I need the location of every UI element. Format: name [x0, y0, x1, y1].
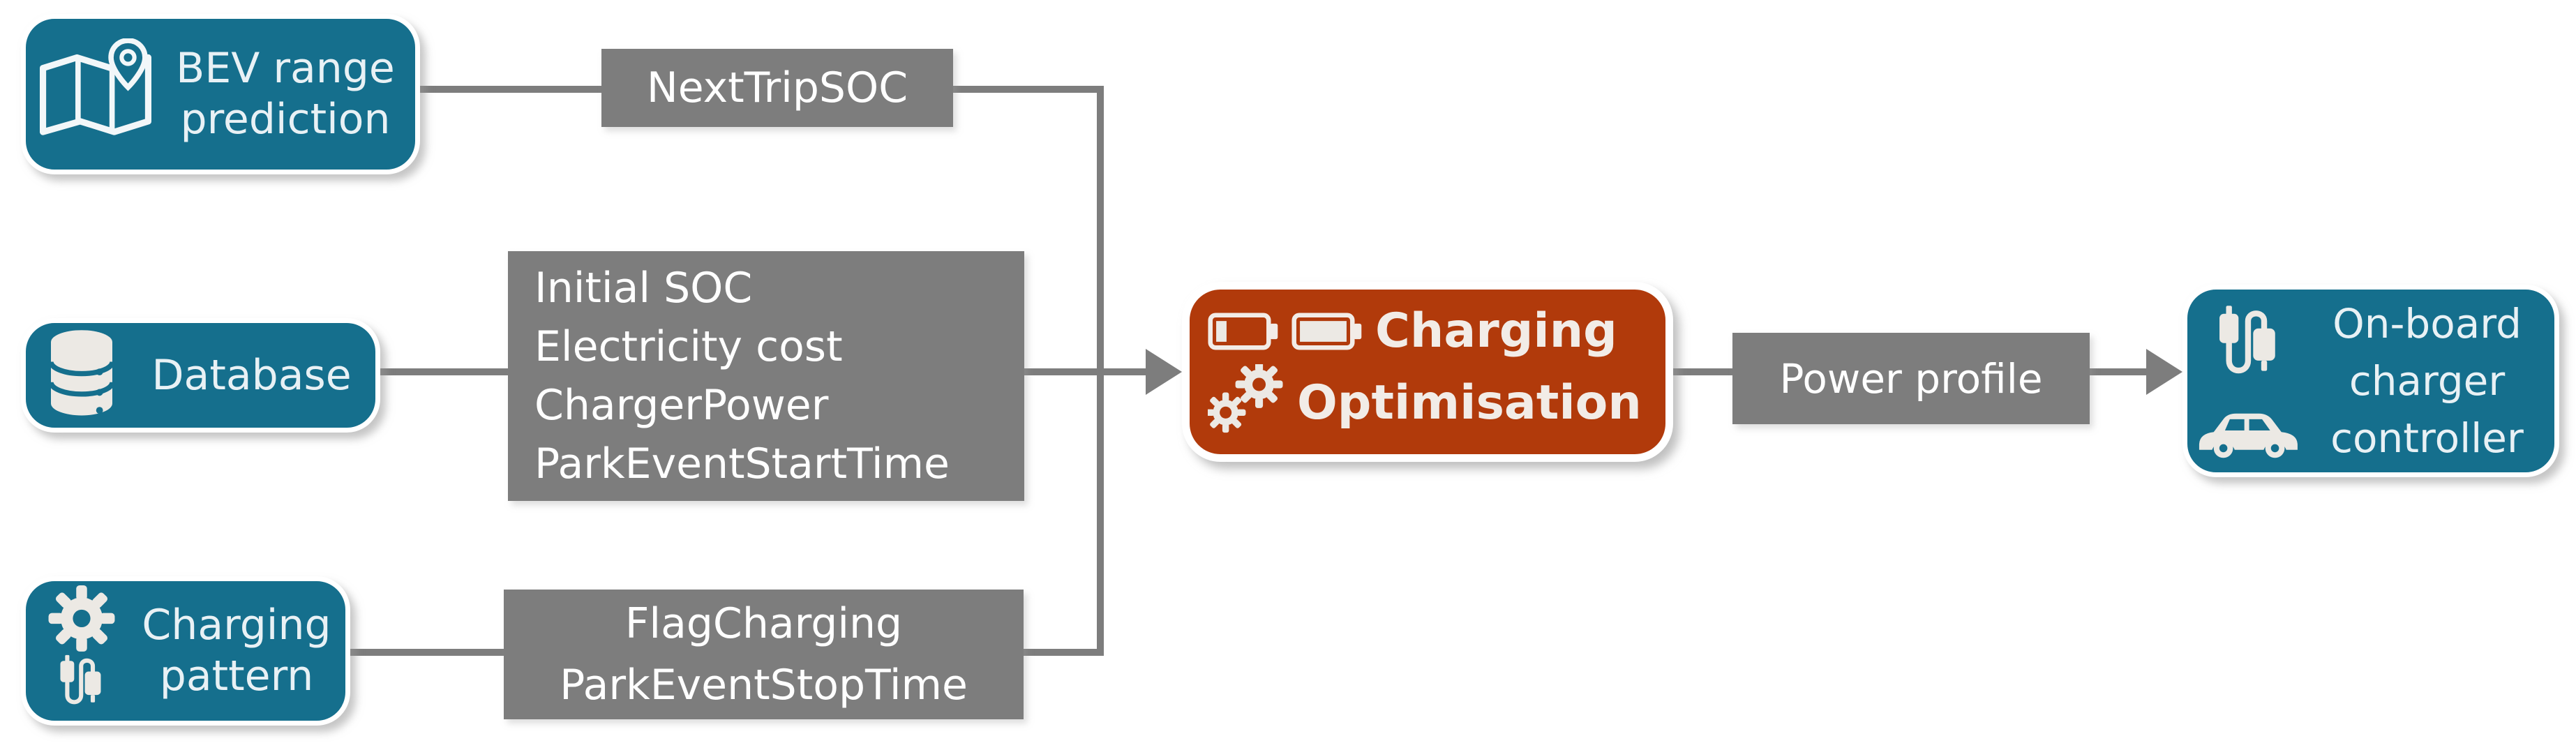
node-onboard-charger-controller: On-board charger controller	[2182, 285, 2559, 477]
edge-label-text: ChargerPower	[534, 381, 829, 430]
node-icon-column	[26, 585, 137, 717]
node-label-line: On-board	[2332, 300, 2522, 347]
edge-label-text: NextTripSOC	[646, 63, 908, 112]
gear-icon	[48, 585, 115, 652]
edge-label-charging-pattern-outputs: FlagCharging ParkEventStopTime	[504, 590, 1024, 719]
node-label-line: Optimisation	[1297, 375, 1642, 430]
node-label-line: pattern	[159, 652, 314, 700]
charging-cable-icon	[60, 654, 101, 705]
optimisation-row-2: Optimisation	[1190, 364, 1642, 442]
edge-label-text: ParkEventStopTime	[560, 661, 968, 710]
node-bev-range-prediction: BEV range prediction	[21, 14, 420, 174]
database-cylinder-icon	[48, 330, 115, 416]
node-label: On-board charger controller	[2309, 295, 2554, 467]
optimisation-row-1: Charging	[1190, 301, 1617, 361]
node-charging-optimisation: Charging	[1182, 282, 1673, 462]
edge-label-next-trip-soc: NextTripSOC	[601, 49, 953, 127]
edge-label-power-profile: Power profile	[1732, 333, 2090, 424]
edge-label-text: FlagCharging	[624, 599, 903, 648]
edge-label-text: Electricity cost	[534, 322, 843, 371]
arrowhead-into-optimisation-icon	[1146, 349, 1182, 395]
node-label-line: Charging	[142, 601, 331, 650]
car-icon	[2199, 413, 2298, 458]
node-label-line: controller	[2330, 414, 2524, 462]
battery-low-icon	[1208, 313, 1278, 350]
node-label-line: BEV range	[176, 44, 395, 93]
node-icon-column	[26, 327, 137, 423]
edge-label-text: Power profile	[1779, 354, 2043, 403]
node-charging-pattern: Charging pattern	[21, 576, 350, 726]
charging-cable-icon	[2219, 306, 2275, 374]
node-database: Database	[21, 318, 380, 433]
node-label-line: prediction	[180, 95, 391, 144]
map-with-pin-icon	[40, 38, 151, 135]
edge-label-text: ParkEventStartTime	[534, 440, 950, 488]
node-icon-column	[2187, 297, 2309, 465]
node-label-line: charger	[2349, 357, 2506, 405]
battery-full-icon	[1291, 313, 1362, 350]
node-label-line: Database	[151, 350, 352, 400]
node-label: Database	[137, 350, 375, 401]
edge-label-text: Initial SOC	[534, 264, 753, 313]
edge-label-database-outputs: Initial SOC Electricity cost ChargerPowe…	[508, 251, 1024, 501]
node-icon-column	[26, 38, 165, 150]
gears-icon	[1208, 364, 1283, 433]
node-label: Charging pattern	[137, 600, 345, 702]
node-label: BEV range prediction	[165, 43, 415, 145]
arrowhead-into-onboard-icon	[2146, 349, 2182, 395]
node-label-line: Charging	[1375, 303, 1617, 359]
